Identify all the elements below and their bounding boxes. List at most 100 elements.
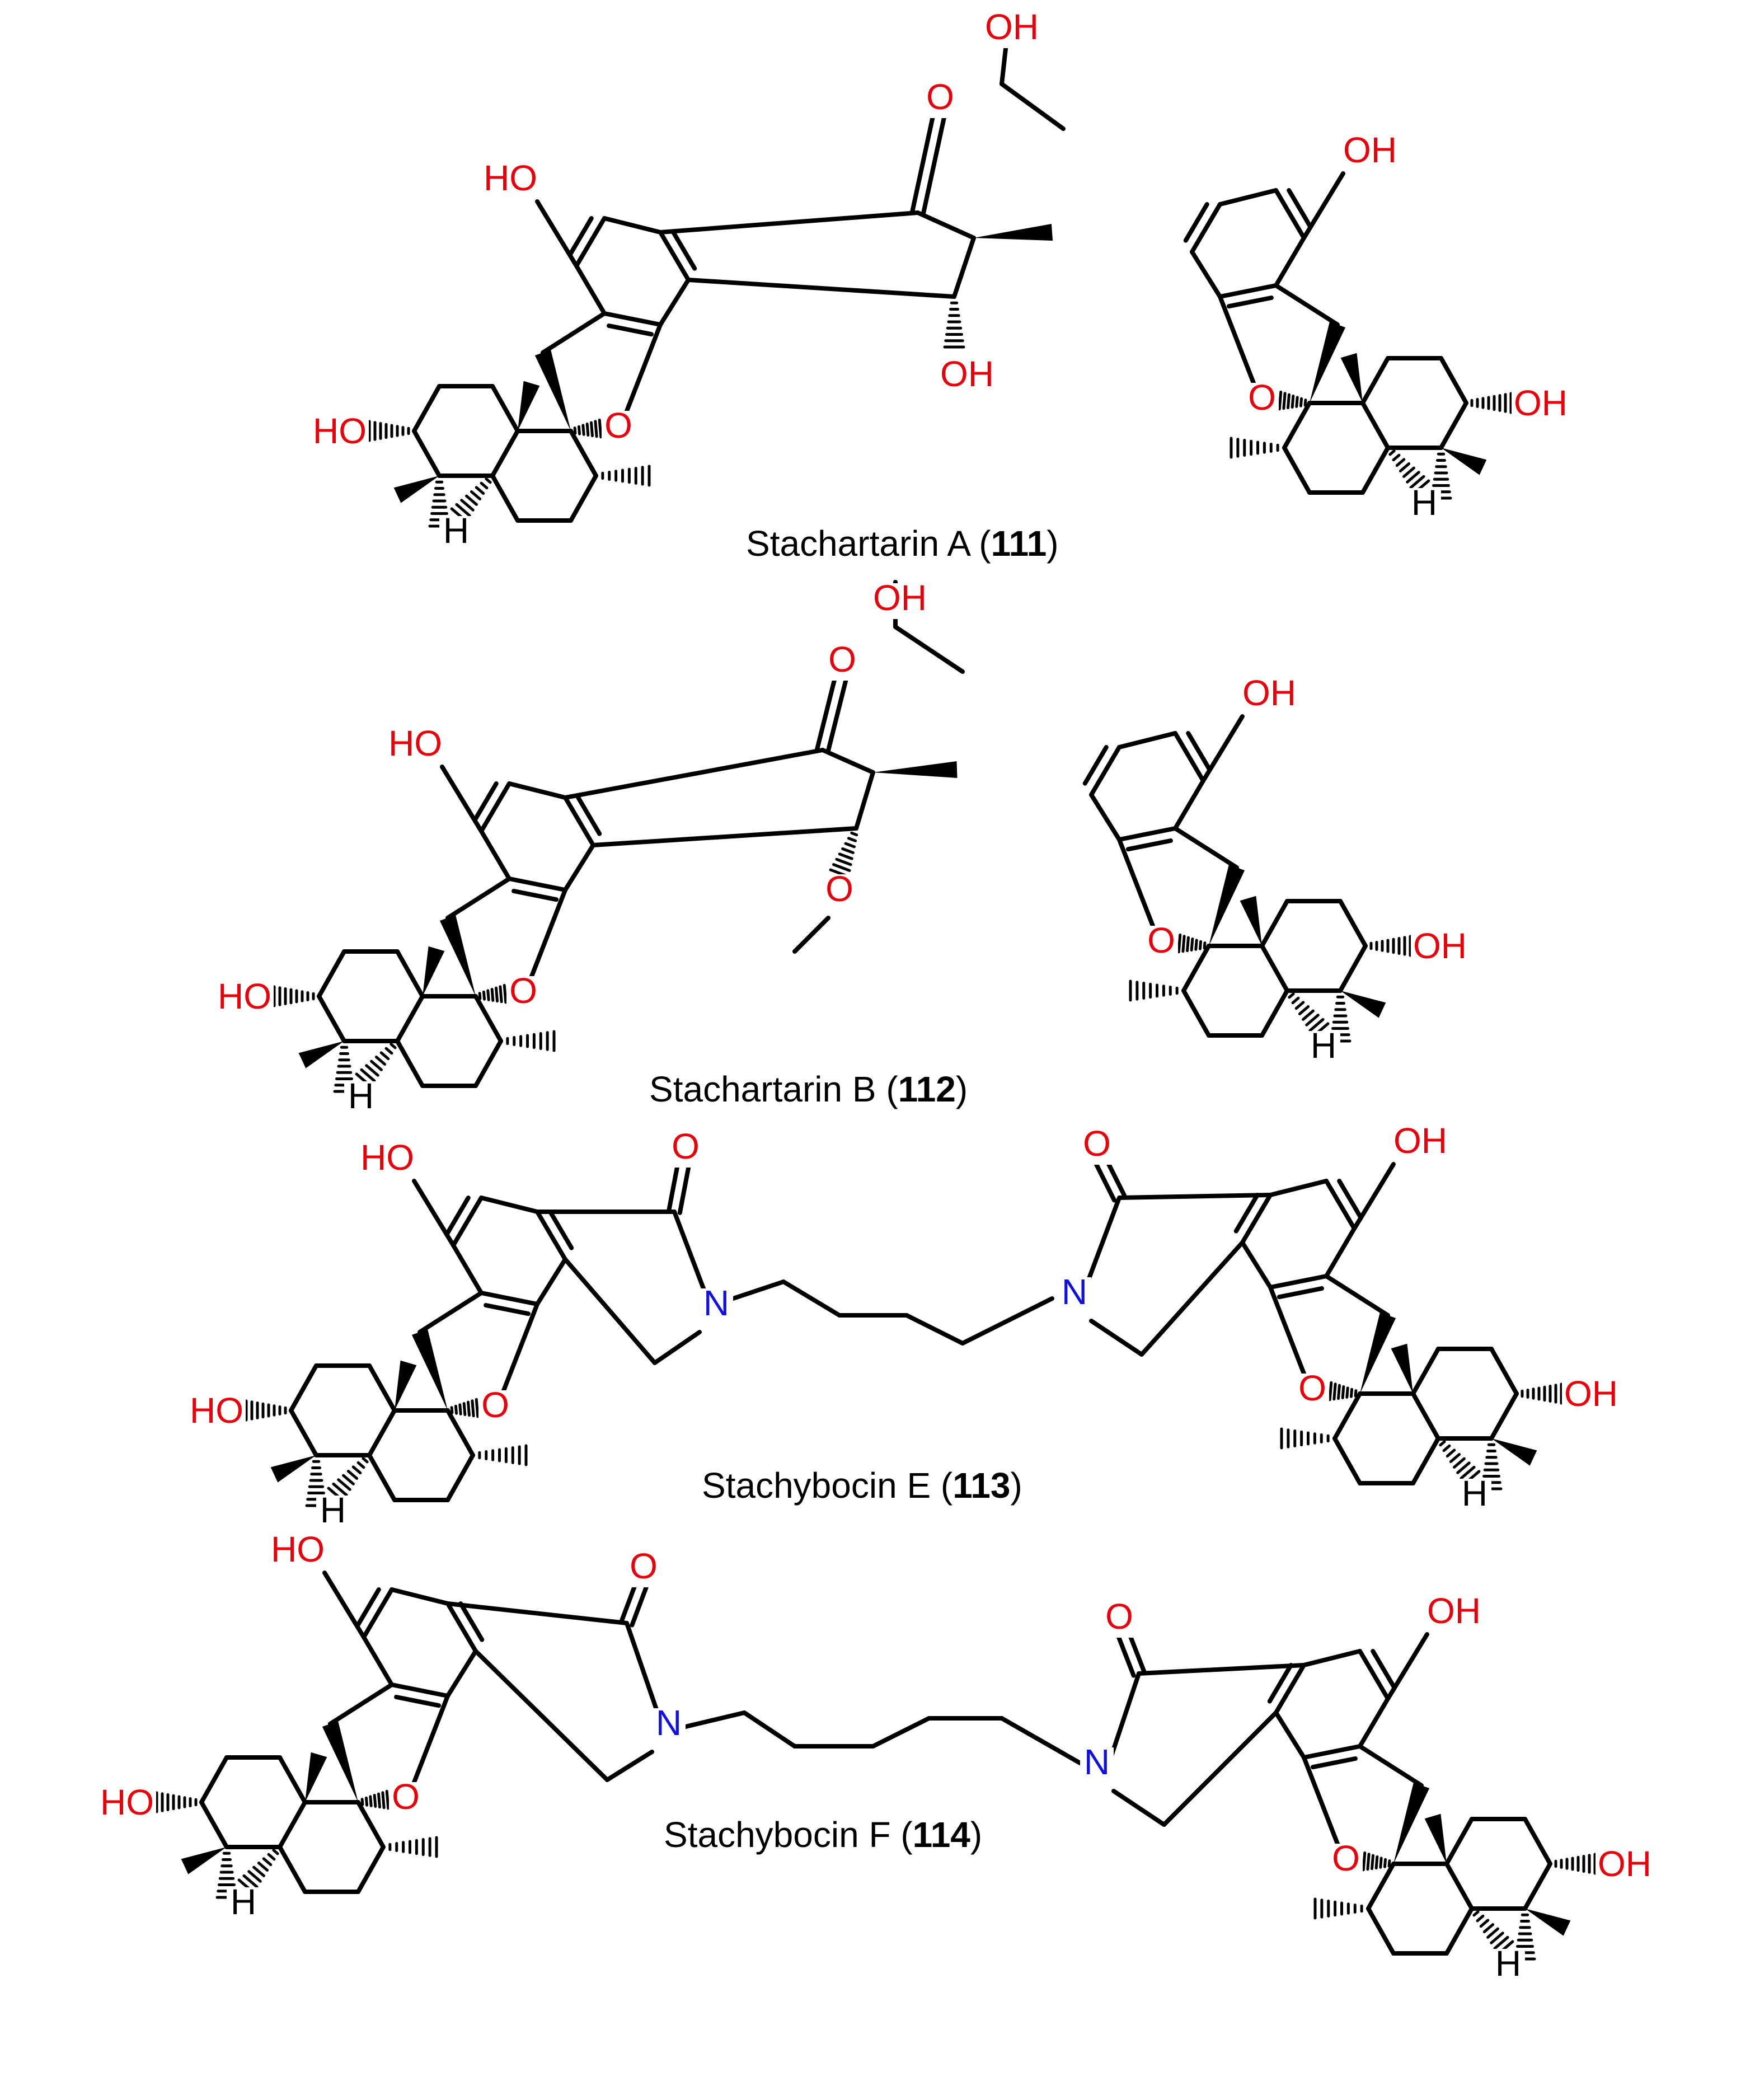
bond [1274,236,1306,288]
label-backdrop [1240,678,1293,714]
hash-bond [1456,1461,1471,1474]
bond [1444,1817,1474,1866]
nitrogen-label: N [656,1703,682,1743]
bond [541,311,607,355]
bond [731,1279,786,1301]
hash-bond [262,1857,273,1867]
phenol-hydroxyl-label: HO [388,723,442,763]
bond [1233,1193,1260,1234]
furan-oxygen-label: O [1248,377,1276,418]
hash-bond [373,1794,377,1808]
label-backdrop [221,982,274,1018]
bond [524,888,567,993]
wedge-bond [298,1041,344,1068]
label-backdrop [344,1081,378,1117]
bond [1137,1663,1306,1676]
bond [289,1363,318,1413]
hash-bond [1476,1914,1485,1923]
wedge-bond [395,1360,417,1410]
bond [1173,779,1205,831]
hash-bond [362,1457,369,1464]
bond [535,199,579,268]
bond [625,1621,660,1715]
hydrogen-label: H [1311,1025,1336,1066]
bond [507,876,567,892]
label-backdrop [1245,383,1279,419]
bond [1360,446,1390,495]
bond [472,781,499,822]
bond [1439,356,1468,405]
bond [567,216,594,257]
label-backdrop [1341,135,1393,171]
bond [1352,1162,1396,1231]
hydroxymethyl-label: OH [985,7,1039,47]
hash-bond [1354,1389,1358,1398]
hash-bond [1349,1387,1354,1398]
hydrogen-label: H [231,1882,256,1922]
phenol-hydroxyl-label: HO [360,1137,414,1178]
bond [412,429,442,478]
bond [1268,1274,1329,1290]
label-backdrop [825,645,859,681]
label-backdrop [1144,926,1178,962]
hash-bond [1387,1859,1391,1868]
bond [490,474,520,523]
bond [356,1800,386,1849]
bond [1268,1179,1329,1197]
bond [1139,1240,1245,1357]
bond [569,429,598,478]
nitrogen-label: N [1084,1742,1110,1782]
bond [1186,731,1212,772]
bond [1109,1671,1141,1760]
label-backdrop [938,359,991,395]
wedge-bond [1491,1438,1537,1466]
bond [1117,837,1161,943]
bond [1117,1193,1273,1200]
hash-bond [460,499,475,512]
hash-bond [385,1789,390,1810]
bond [199,1755,229,1804]
bond [574,216,607,268]
hydroxyl-label: OH [1413,926,1467,966]
bond [1201,714,1245,783]
bond [686,278,956,299]
hydrogen-label: H [320,1490,346,1530]
bond [278,1755,307,1804]
label-backdrop [487,163,539,199]
nitrogen-label: N [1062,1272,1087,1312]
bond [854,770,875,831]
bond [496,1302,539,1407]
bond [1162,1710,1278,1827]
bond [1240,1193,1273,1245]
hash-bond [1303,399,1307,407]
hash-bond [490,988,495,1002]
bond [390,1682,450,1698]
wedge-bond [1441,448,1487,475]
wedge-bond [1391,1343,1413,1394]
wedge-bond [1360,1312,1396,1394]
bond [445,1408,475,1457]
bond [910,105,937,214]
bond [742,1710,797,1749]
bond [1218,283,1278,299]
wedge-layer [181,224,1571,1936]
hash-bond [471,1399,475,1418]
hydroxyl-label: HO [313,411,367,451]
hash-bond [360,1798,364,1806]
bond [317,949,346,999]
bond [367,1363,397,1413]
caption-compound-114: Stachybocin F (114) [664,1815,982,1855]
wedge-bond [534,349,571,431]
bond [904,1313,965,1346]
hash-bond [1366,1853,1371,1871]
furan-oxygen-label: O [392,1776,420,1817]
bond [999,82,1066,131]
hash-bond [1282,392,1287,410]
bond [1358,1649,1390,1701]
bond [1439,401,1468,450]
furan-oxygen-label: O [1147,920,1175,960]
bond [355,1587,381,1628]
label-backdrop [871,583,923,619]
bond [406,1694,450,1799]
label-backdrop [1596,1849,1648,1885]
